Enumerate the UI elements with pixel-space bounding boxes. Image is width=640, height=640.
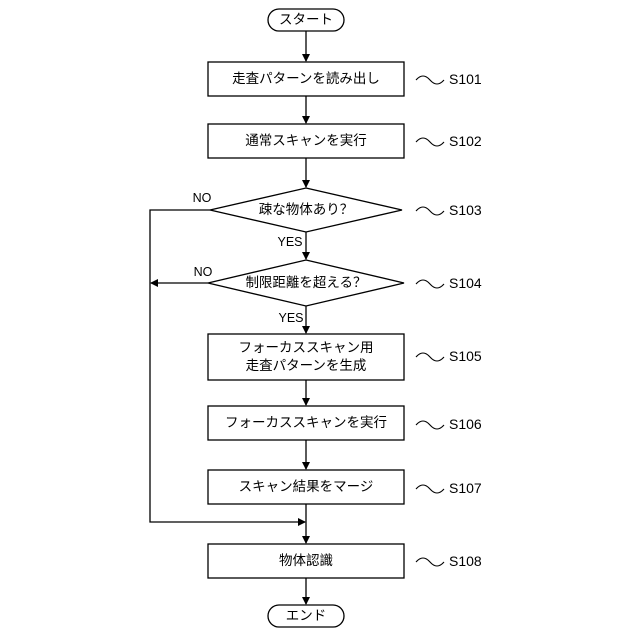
- step-connector-s107: [416, 485, 444, 493]
- start-terminal-label: スタート: [279, 12, 333, 28]
- decision-text-s104: 制限距離を超える？: [245, 275, 366, 291]
- process-text-s105-line2: 走査パターンを生成: [246, 358, 367, 374]
- process-text-s108: 物体認識: [279, 553, 333, 569]
- step-id-s107: S107: [449, 480, 482, 496]
- branch-yes-s103: YES: [277, 235, 302, 249]
- step-id-s103: S103: [449, 202, 482, 218]
- process-text-s106: フォーカススキャンを実行: [225, 415, 387, 431]
- branch-no-s104: NO: [194, 265, 213, 279]
- step-id-s101: S101: [449, 71, 482, 87]
- step-id-s102: S102: [449, 133, 482, 149]
- step-connector-s106: [416, 421, 444, 429]
- step-connector-s108: [416, 558, 444, 566]
- step-connector-s103: [416, 207, 444, 215]
- step-connector-s102: [416, 138, 444, 146]
- process-text-s102: 通常スキャンを実行: [245, 133, 367, 149]
- process-text-s101: 走査パターンを読み出し: [232, 71, 380, 87]
- process-text-s107: スキャン結果をマージ: [239, 479, 374, 495]
- step-id-s105: S105: [449, 348, 482, 364]
- end-terminal-label: エンド: [286, 608, 327, 624]
- branch-no-s103: NO: [193, 191, 212, 205]
- decision-text-s103: 疎な物体あり？: [259, 202, 354, 218]
- step-connector-s105: [416, 353, 444, 361]
- step-connector-s104: [416, 280, 444, 288]
- step-id-s104: S104: [449, 275, 482, 291]
- process-text-s105-line1: フォーカススキャン用: [239, 340, 374, 356]
- step-id-s108: S108: [449, 553, 482, 569]
- step-id-s106: S106: [449, 416, 482, 432]
- step-connector-s101: [416, 76, 444, 84]
- branch-yes-s104: YES: [278, 311, 303, 325]
